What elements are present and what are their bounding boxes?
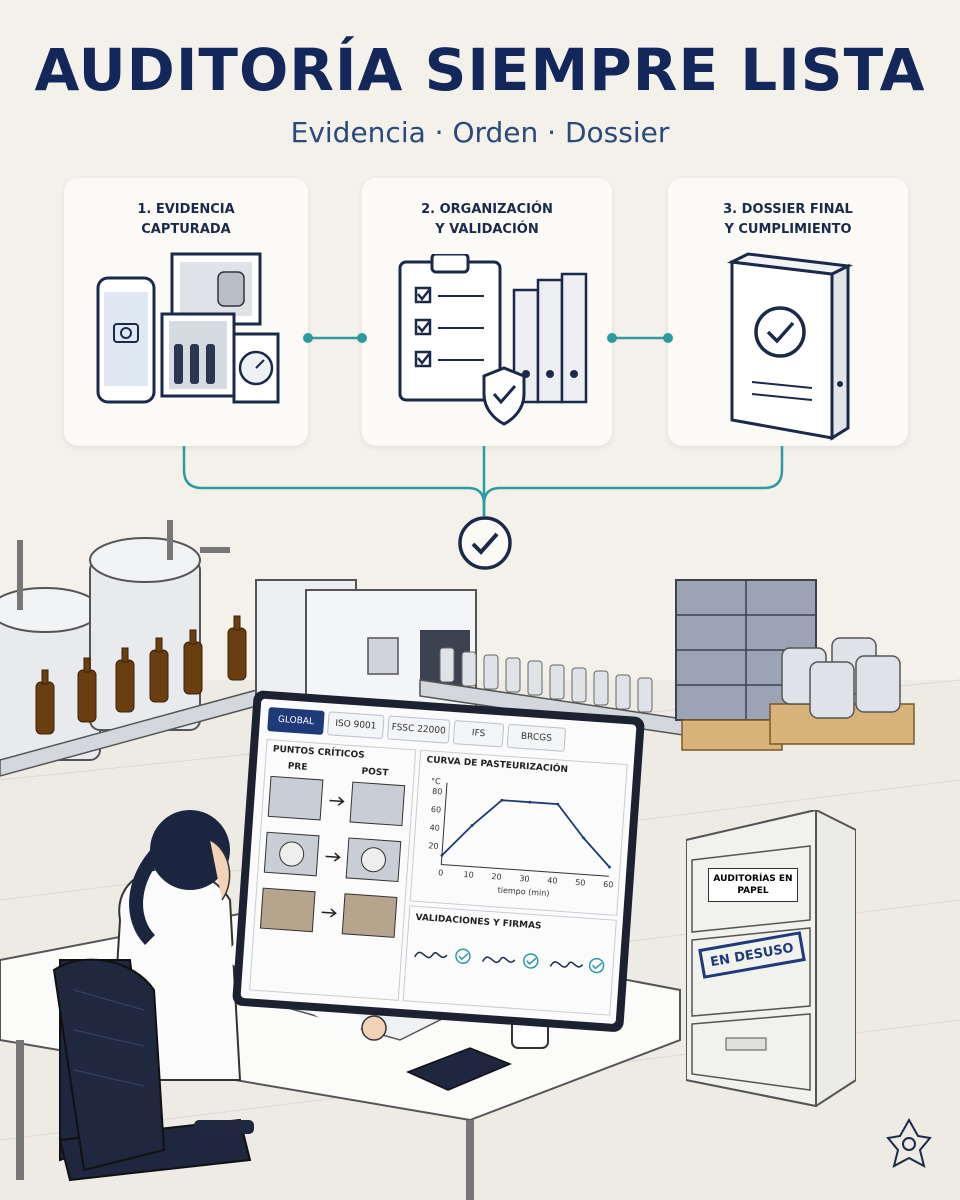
office-chair <box>52 958 254 1172</box>
pre-label: PRE <box>287 761 308 773</box>
dossier-book-icon <box>726 252 854 441</box>
before-after-photos <box>259 775 406 938</box>
data-point <box>556 802 560 806</box>
check-icon <box>523 953 539 969</box>
check-icon <box>588 957 605 974</box>
y-tick-label: 40 <box>429 823 440 833</box>
page-subtitle: Evidencia · Orden · Dossier <box>290 116 670 149</box>
data-point <box>582 836 585 840</box>
kegs-pallet <box>769 637 915 745</box>
y-tick-label: 20 <box>428 841 439 851</box>
x-tick-label: 0 <box>438 868 444 877</box>
data-point <box>440 854 444 857</box>
y-tick-label: 80 <box>432 787 443 797</box>
clipboard-binders-icon <box>398 254 588 426</box>
evidence-photos-icon <box>96 252 280 404</box>
cabinet-label: AUDITORÍAS EN PAPEL <box>708 868 798 902</box>
validations-panel: VALIDACIONES Y FIRMAS <box>402 905 617 1016</box>
x-tick-label: 10 <box>463 870 474 880</box>
data-point <box>470 824 474 827</box>
y-axis <box>440 782 448 865</box>
step-label-organization: 2. ORGANIZACIÓN Y VALIDACIÓN <box>421 202 553 237</box>
signatures-row <box>414 948 605 974</box>
x-tick-label: 20 <box>491 872 502 882</box>
page-title: AUDITORÍA SIEMPRE LISTA <box>34 36 926 104</box>
tab-ifs[interactable]: IFS <box>452 720 505 748</box>
x-tick-label: 50 <box>575 878 586 888</box>
signature-3 <box>549 961 584 968</box>
brand-logo-icon <box>886 1117 932 1168</box>
step-card-evidence: 1. EVIDENCIA CAPTURADA <box>64 178 308 446</box>
y-axis-label: °C <box>431 777 442 787</box>
step-label-evidence: 1. EVIDENCIA CAPTURADA <box>137 202 235 237</box>
monitor: GLOBAL ISO 9001 FSSC 22000 IFS BRCGS PUN… <box>231 690 646 1033</box>
x-axis <box>441 863 609 877</box>
y-tick-label: 60 <box>431 805 442 815</box>
tab-brcgs[interactable]: BRCGS <box>506 723 567 752</box>
data-point <box>608 865 611 869</box>
central-check-icon <box>458 516 512 570</box>
x-tick-label: 60 <box>603 880 614 890</box>
step-card-dossier: 3. DOSSIER FINAL Y CUMPLIMIENTO <box>668 178 908 446</box>
x-axis-label: tiempo (min) <box>497 885 549 898</box>
check-icon <box>455 948 471 964</box>
tab-iso-9001[interactable]: ISO 9001 <box>327 711 385 740</box>
data-point <box>528 800 532 804</box>
critical-points-panel: PUNTOS CRÍTICOS PRE POST <box>249 738 417 1001</box>
flow-connectors <box>182 333 784 516</box>
tab-fssc-22000[interactable]: FSSC 22000 <box>386 715 451 744</box>
pasteurization-chart: °C 20 40 60 80 0 10 20 30 40 50 60 tiempo (min) <box>428 777 614 899</box>
signature-2 <box>481 956 516 964</box>
x-tick-label: 40 <box>547 876 558 886</box>
step-label-dossier: 3. DOSSIER FINAL Y CUMPLIMIENTO <box>723 202 853 237</box>
step-card-organization: 2. ORGANIZACIÓN Y VALIDACIÓN <box>362 178 612 446</box>
monitor-screen: GLOBAL ISO 9001 FSSC 22000 IFS BRCGS PUN… <box>240 698 637 1025</box>
tab-global[interactable]: GLOBAL <box>267 707 325 735</box>
filing-cabinet: AUDITORÍAS EN PAPEL EN DESUSO <box>686 810 856 1110</box>
series-line <box>441 799 611 868</box>
critical-points-title: PUNTOS CRÍTICOS <box>272 744 365 761</box>
post-label: POST <box>361 766 389 779</box>
data-point <box>500 798 504 802</box>
x-tick-label: 30 <box>519 874 530 884</box>
validations-title: VALIDACIONES Y FIRMAS <box>415 912 542 932</box>
signature-1 <box>414 951 448 959</box>
